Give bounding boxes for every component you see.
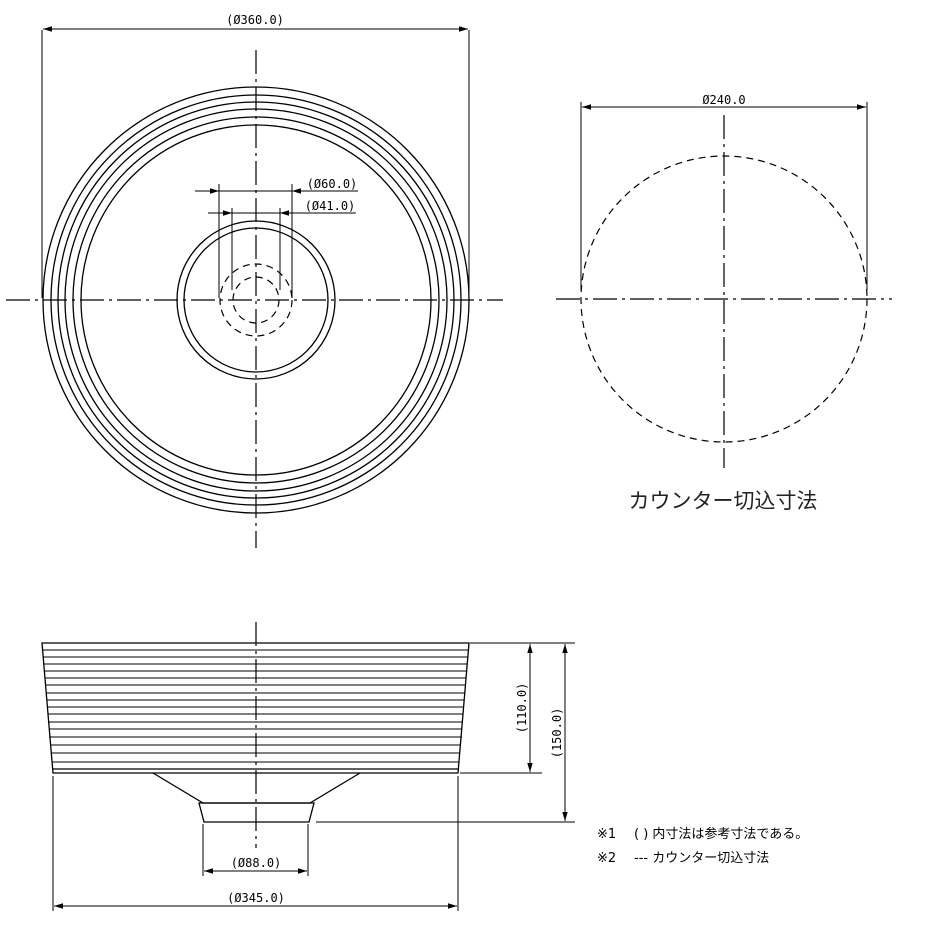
top-view: (Ø360.0) (Ø60.0) (Ø41.0) bbox=[6, 13, 503, 548]
dim-drain-inner: (Ø41.0) bbox=[305, 199, 356, 213]
cutout-caption: カウンター切込寸法 bbox=[629, 489, 818, 513]
dim-bowl-depth: (110.0) bbox=[515, 683, 529, 734]
bowl-outline bbox=[41, 642, 470, 774]
note1-mark: ※1 bbox=[597, 827, 616, 842]
note1-text: ( ) 内寸法は参考寸法である。 bbox=[634, 826, 808, 842]
dim-bottom-diameter: (Ø345.0) bbox=[227, 891, 285, 905]
dim-cutout-diameter: Ø240.0 bbox=[702, 93, 745, 107]
notes: ※1 ( ) 内寸法は参考寸法である。 ※2 --- カウンター切込寸法 bbox=[597, 826, 808, 866]
bowl-grooves bbox=[43, 649, 468, 770]
dim-drain-outer: (Ø60.0) bbox=[307, 177, 358, 191]
pedestal-base bbox=[198, 802, 315, 823]
dim-top-diameter: (Ø360.0) bbox=[226, 13, 284, 27]
cutout-view: Ø240.0 カウンター切込寸法 bbox=[556, 93, 892, 513]
side-view: (110.0) (150.0) (Ø88.0) (Ø345.0) bbox=[41, 622, 575, 911]
note2-text: --- カウンター切込寸法 bbox=[634, 851, 769, 866]
dim-base-diameter: (Ø88.0) bbox=[231, 856, 282, 870]
dim-total-height: (150.0) bbox=[550, 708, 564, 759]
note2-mark: ※2 bbox=[597, 851, 616, 866]
